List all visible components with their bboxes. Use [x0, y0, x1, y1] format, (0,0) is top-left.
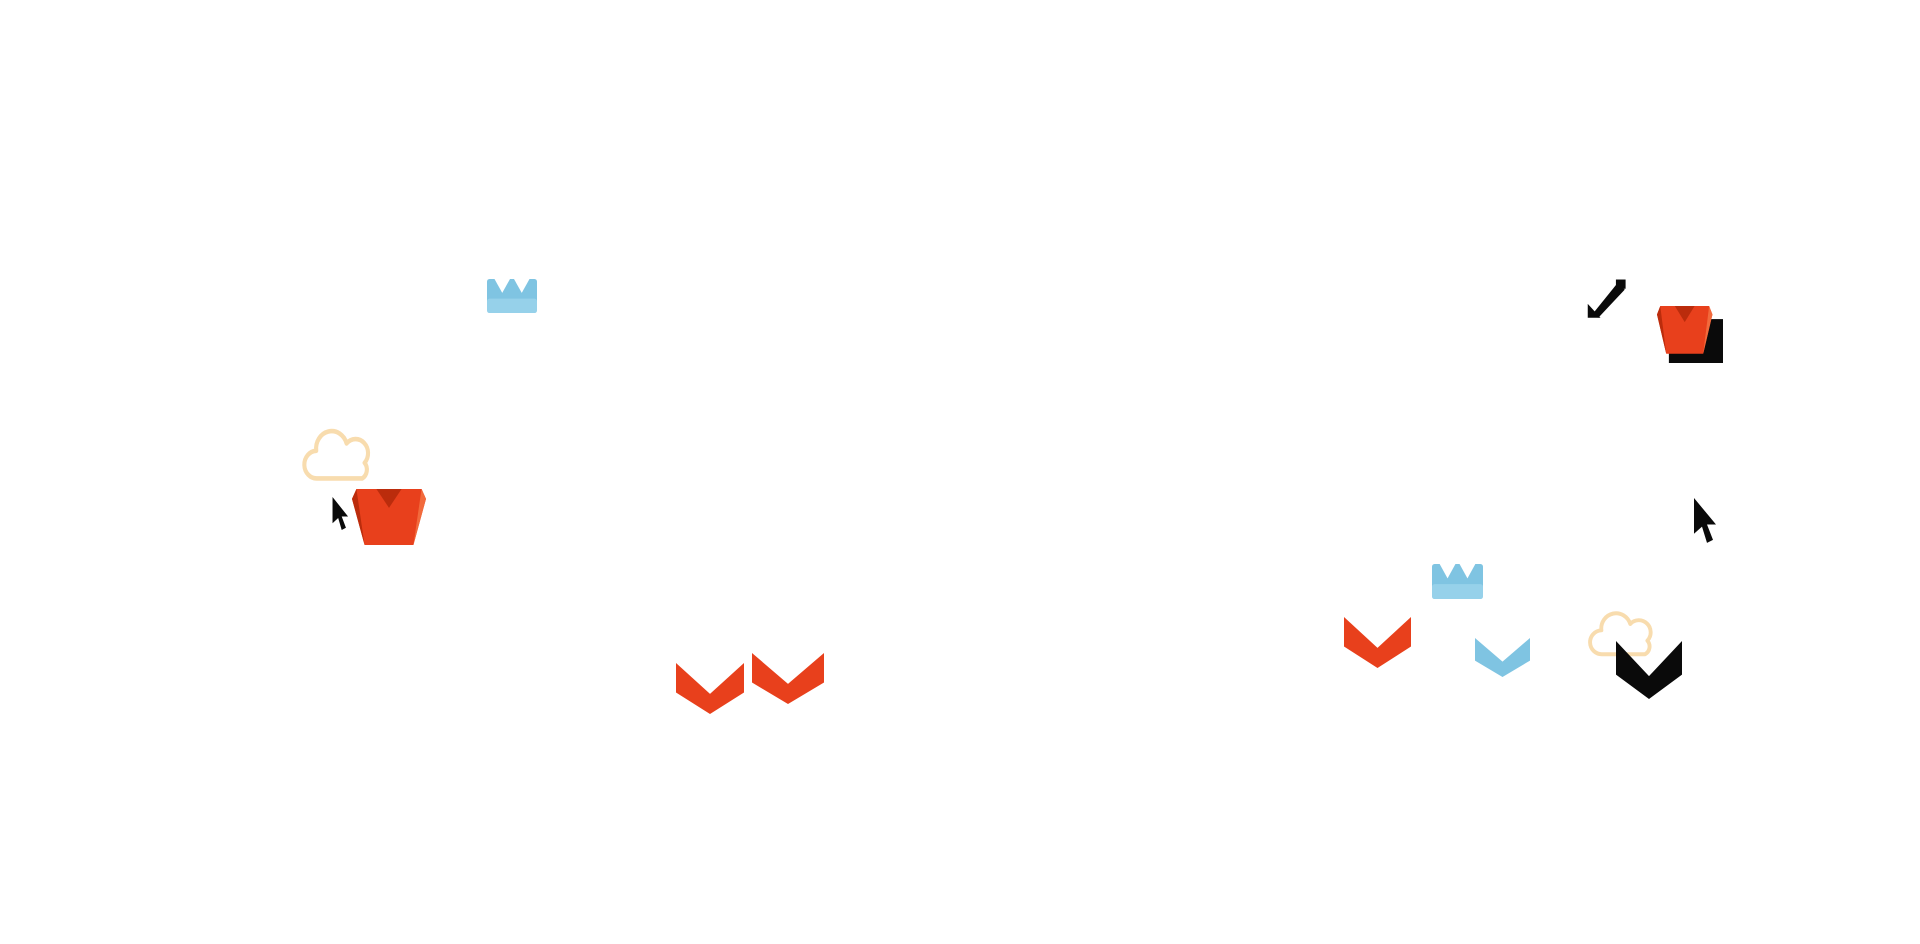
red-gem-sprite[interactable]: [676, 663, 744, 714]
ruby-gem-sprite[interactable]: [1657, 306, 1723, 363]
blue-gem-sprite[interactable]: [1475, 638, 1530, 677]
cloud-sprite: [299, 425, 381, 484]
blue-gem-sprite[interactable]: [1432, 564, 1483, 599]
cloud-sprite: [1585, 608, 1663, 659]
black-gem-sprite[interactable]: [1616, 641, 1682, 699]
red-gem-sprite[interactable]: [752, 653, 824, 704]
cursor-icon: [329, 497, 353, 533]
ruby-gem-sprite[interactable]: [352, 489, 426, 545]
red-gem-sprite[interactable]: [1344, 617, 1411, 668]
flag-sprite[interactable]: [1586, 277, 1630, 319]
cursor-icon: [1689, 498, 1723, 547]
blue-gem-sprite[interactable]: [487, 279, 537, 313]
